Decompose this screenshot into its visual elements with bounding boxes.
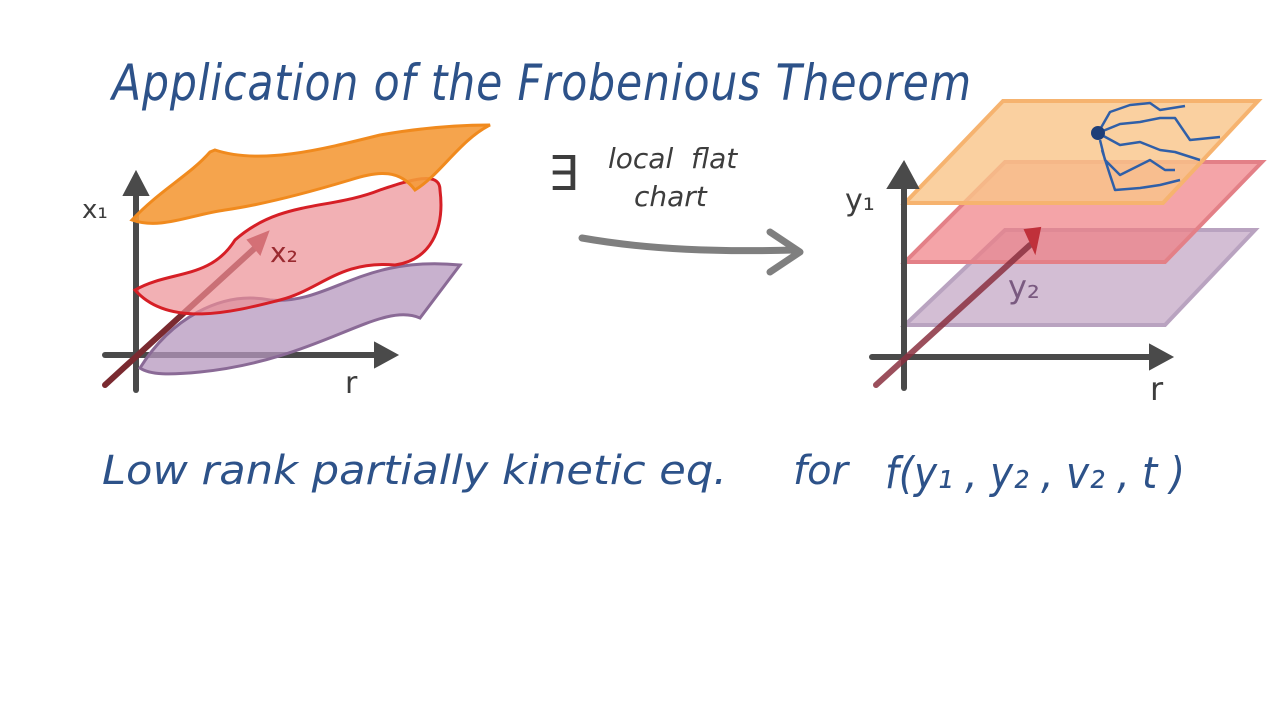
bottom-statement: Low rank partially kinetic eq. (102, 448, 727, 494)
right-axis-y1-label: y₁ (845, 183, 875, 218)
curved-foliation-diagram: x₁ x₂ r (82, 123, 491, 401)
left-axis-x1-label: x₁ (82, 195, 108, 225)
right-axis-r-label: r (1150, 370, 1164, 408)
orange-plane (900, 99, 1263, 205)
statement-line-2: chart (634, 180, 708, 213)
statement-line-1: local flat (608, 142, 738, 175)
slide-title: Application of the Frobenious Theorem (109, 54, 972, 112)
flat-chart-statement: ∃ local flat chart (548, 142, 804, 276)
left-axis-x2-label: x₂ (270, 236, 298, 269)
bottom-equation: f(y₁ , y₂ , v₂ , t ) (885, 448, 1185, 499)
transform-arrow (578, 228, 804, 276)
red-leaf (132, 176, 443, 316)
flat-foliation-diagram: y₁ y₂ r (845, 99, 1267, 408)
random-path-trajectories (1096, 101, 1221, 192)
right-axes (869, 159, 1175, 391)
exists-symbol: ∃ (548, 146, 578, 202)
orange-leaf (129, 123, 491, 225)
right-axis-y2-label: y₂ (1008, 268, 1040, 306)
initial-point-marker (1091, 126, 1105, 140)
bottom-for: for (793, 448, 851, 494)
left-axis-r-label: r (345, 366, 358, 401)
